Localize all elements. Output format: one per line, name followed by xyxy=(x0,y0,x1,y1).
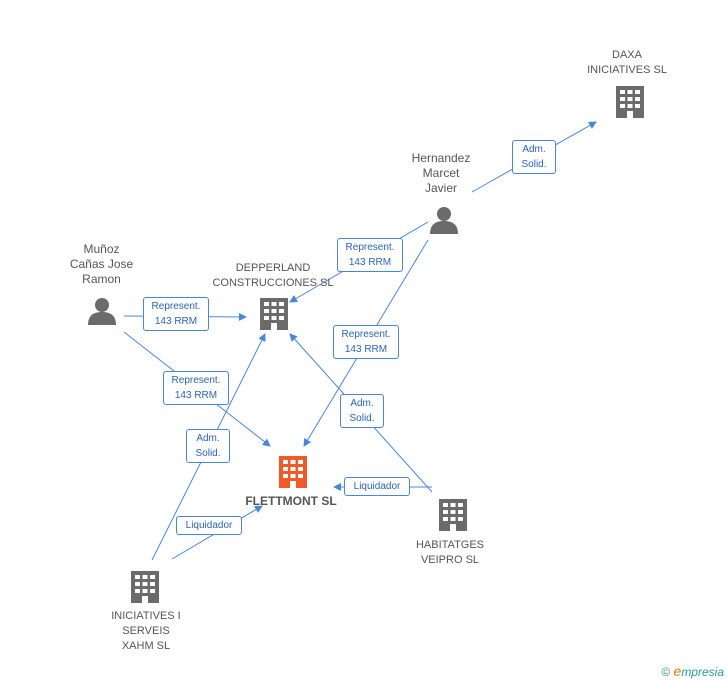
edge-label-munoz-depperland: Represent. 143 RRM xyxy=(143,297,209,331)
node-label-hernandez[interactable]: Hernandez Marcet Javier xyxy=(411,151,471,195)
edge-label-iniciatives-main: Liquidador xyxy=(176,516,242,535)
edge-label-hernandez-main: Represent. 143 RRM xyxy=(333,325,399,359)
empresia-brand: mpresia xyxy=(681,665,724,679)
person-icon-hernandez[interactable] xyxy=(430,207,458,234)
person-icon-munoz[interactable] xyxy=(88,298,116,325)
node-label-iniciatives[interactable]: INICIATIVES I SERVEIS XAHM SL xyxy=(111,610,181,652)
building-icon-habitatges[interactable] xyxy=(439,499,467,531)
edge-label-munoz-main: Represent. 143 RRM xyxy=(163,371,229,405)
building-icon-main[interactable] xyxy=(279,456,307,488)
brand-footer[interactable]: © empresia xyxy=(661,663,724,679)
node-label-main[interactable]: FLETTMONT SL xyxy=(245,494,337,508)
building-icon-depperland[interactable] xyxy=(260,298,288,330)
building-icon-daxa[interactable] xyxy=(616,86,644,118)
node-label-munoz[interactable]: Muñoz Cañas Jose Ramon xyxy=(69,242,134,286)
empresia-logo-e: e xyxy=(673,663,682,679)
node-label-depperland[interactable]: DEPPERLAND CONSTRUCCIONES SL xyxy=(212,262,334,289)
edge-label-habitatges-main: Liquidador xyxy=(344,477,410,496)
edge-label-hernandez-depperland: Represent. 143 RRM xyxy=(337,238,403,272)
copyright-symbol: © xyxy=(661,665,671,679)
edge-label-habitatges-depperland: Adm. Solid. xyxy=(340,394,384,428)
edge-label-hernandez-daxa: Adm. Solid. xyxy=(512,140,556,174)
node-label-habitatges[interactable]: HABITATGES VEIPRO SL xyxy=(415,539,485,566)
edge-label-iniciatives-depperland: Adm. Solid. xyxy=(186,429,230,463)
node-label-daxa[interactable]: DAXA INICIATIVES SL xyxy=(587,49,667,76)
building-icon-iniciatives[interactable] xyxy=(131,571,159,603)
